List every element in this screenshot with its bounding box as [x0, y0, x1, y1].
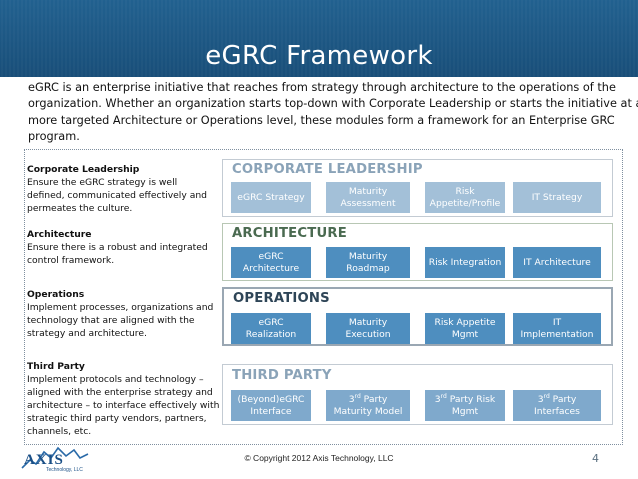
box-it-architecture: IT Architecture	[513, 247, 601, 278]
box-it-implementation: IT Implementation	[513, 313, 601, 344]
ordinal-suffix: rd	[543, 392, 550, 400]
box-risk-appetite-profile: Risk Appetite/Profile	[425, 182, 505, 213]
module-title: CORPORATE LEADERSHIP	[232, 162, 423, 177]
module-third-party: THIRD PARTY (Beyond)eGRC Interface 3rd P…	[222, 364, 613, 425]
box-egrc-strategy: eGRC Strategy	[231, 182, 311, 213]
box-label: Interfaces	[534, 405, 580, 417]
description-line: channels, etc.	[27, 426, 92, 437]
box-label: IT Strategy	[531, 191, 583, 203]
description-line: technology that are aligned with the	[27, 315, 195, 326]
description-heading: Architecture	[27, 229, 92, 240]
box-label: IT Architecture	[523, 256, 591, 268]
box-label: Risk Integration	[428, 256, 502, 268]
box-label: Maturity	[348, 185, 388, 197]
module-title: THIRD PARTY	[232, 368, 332, 383]
description-corporate-leadership: Corporate Leadership Ensure the eGRC str…	[27, 163, 217, 215]
module-architecture: ARCHITECTURE eGRC Architecture Maturity …	[222, 223, 613, 281]
box-label: Realization	[245, 328, 297, 340]
description-heading: Corporate Leadership	[27, 164, 140, 175]
intro-line: more targeted Architecture or Operations…	[28, 113, 615, 127]
description-line: Ensure there is a robust and integrated	[27, 242, 208, 253]
logo-swoosh	[21, 446, 89, 469]
box-label: 3rd Party Risk	[434, 392, 496, 406]
description-line: defined, communicated effectively and	[27, 190, 208, 201]
box-label: Maturity	[348, 250, 388, 262]
description-third-party: Third Party Implement protocols and tech…	[27, 360, 220, 438]
intro-line: organization. Whether an organization st…	[28, 97, 638, 111]
box-label: Interface	[250, 405, 292, 417]
box-label: Maturity	[348, 316, 388, 328]
page-number: 4	[592, 452, 599, 465]
box-egrc-architecture: eGRC Architecture	[231, 247, 311, 278]
box-label: Assessment	[340, 197, 396, 209]
box-label-number: 3	[434, 393, 441, 405]
description-line: aligned with the enterprise strategy and	[27, 387, 213, 398]
box-label: IT	[552, 316, 562, 328]
box-label: Execution	[345, 328, 391, 340]
ordinal-suffix: rd	[440, 392, 447, 400]
box-label: Mgmt	[451, 405, 479, 417]
description-heading: Operations	[27, 289, 85, 300]
description-line: architecture – to interface effectively …	[27, 400, 220, 411]
box-maturity-execution: Maturity Execution	[326, 313, 410, 344]
description-line: Implement processes, organizations and	[27, 302, 214, 313]
box-label: (Beyond)eGRC	[237, 393, 305, 405]
description-architecture: Architecture Ensure there is a robust an…	[27, 228, 217, 267]
box-label: Appetite/Profile	[429, 197, 501, 209]
framework-frame	[24, 149, 623, 445]
description-line: Ensure the eGRC strategy is well	[27, 177, 178, 188]
box-label-number: 3	[537, 393, 544, 405]
box-label-suffix: Party	[360, 393, 388, 405]
box-it-strategy: IT Strategy	[513, 182, 601, 213]
slide-title: eGRC Framework	[205, 41, 433, 71]
box-label: Maturity Model	[333, 405, 403, 417]
box-risk-integration: Risk Integration	[425, 247, 505, 278]
box-maturity-assessment: Maturity Assessment	[326, 182, 410, 213]
box-label-suffix: Party Risk	[446, 393, 496, 405]
box-label: Risk	[455, 185, 475, 197]
box-label: eGRC	[258, 250, 284, 262]
description-line: strategic third party vendors, partners,	[27, 413, 207, 424]
intro-line: eGRC is an enterprise initiative that re…	[28, 81, 616, 94]
module-corporate-leadership: CORPORATE LEADERSHIP eGRC Strategy Matur…	[222, 159, 613, 217]
module-title: ARCHITECTURE	[232, 226, 347, 241]
box-beyond-egrc-interface: (Beyond)eGRC Interface	[231, 390, 311, 421]
box-label: Implementation	[520, 328, 594, 340]
description-line: strategy and architecture.	[27, 328, 147, 339]
box-label: 3rd Party	[348, 392, 388, 406]
box-label: eGRC	[258, 316, 284, 328]
description-line: permeates the culture.	[27, 203, 133, 214]
box-label: Mgmt	[451, 328, 479, 340]
description-line: control framework.	[27, 255, 115, 266]
title-bar-texture	[0, 0, 638, 77]
title-bar: eGRC Framework	[0, 0, 638, 77]
axis-logo: AXIS Technology, LLC	[21, 446, 89, 473]
module-operations: OPERATIONS eGRC Realization Maturity Exe…	[222, 287, 613, 346]
box-egrc-realization: eGRC Realization	[231, 313, 311, 344]
intro-line: program.	[28, 130, 80, 144]
box-label: Architecture	[242, 262, 300, 274]
box-risk-appetite-mgmt: Risk Appetite Mgmt	[425, 313, 505, 344]
box-label: Risk Appetite	[434, 316, 496, 328]
logo-wordmark: AXIS	[24, 452, 64, 468]
box-label-suffix: Party	[549, 393, 577, 405]
copyright-text: © Copyright 2012 Axis Technology, LLC	[244, 453, 394, 463]
box-third-party-interfaces: 3rd Party Interfaces	[513, 390, 601, 421]
box-maturity-roadmap: Maturity Roadmap	[326, 247, 410, 278]
box-label-number: 3	[348, 393, 355, 405]
box-label: eGRC Strategy	[237, 191, 305, 203]
box-label: 3rd Party	[537, 392, 577, 406]
module-title: OPERATIONS	[233, 291, 330, 306]
box-label: Roadmap	[346, 262, 390, 274]
ordinal-suffix: rd	[354, 392, 361, 400]
description-line: Implement protocols and technology –	[27, 374, 204, 385]
intro-paragraph: eGRC is an enterprise initiative that re…	[28, 80, 638, 146]
logo-subtext: Technology, LLC	[46, 467, 83, 473]
description-operations: Operations Implement processes, organiza…	[27, 288, 217, 340]
description-heading: Third Party	[27, 361, 85, 372]
box-third-party-maturity-model: 3rd Party Maturity Model	[326, 390, 410, 421]
box-third-party-risk-mgmt: 3rd Party Risk Mgmt	[425, 390, 505, 421]
